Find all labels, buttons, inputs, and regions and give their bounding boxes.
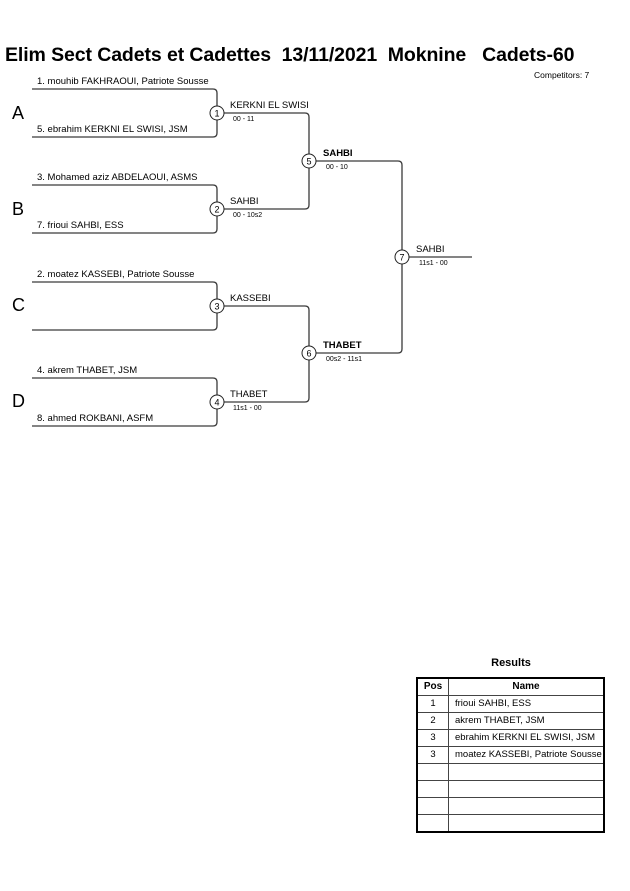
page-title: Elim Sect Cadets et Cadettes 13/11/2021 … bbox=[5, 44, 575, 66]
results-row bbox=[416, 780, 605, 798]
results-name: moatez KASSEBI, Patriote Sousse bbox=[448, 746, 605, 764]
results-row bbox=[416, 797, 605, 815]
match-number-7: 7 bbox=[399, 253, 404, 263]
results-row: 3 moatez KASSEBI, Patriote Sousse bbox=[416, 746, 605, 764]
match-5-score: 00 - 10 bbox=[326, 164, 348, 171]
match-number-5: 5 bbox=[306, 157, 311, 167]
results-name bbox=[448, 797, 605, 815]
results-pos bbox=[416, 763, 449, 781]
match-6-winner: THABET bbox=[323, 340, 362, 351]
match-2-winner: SAHBI bbox=[230, 196, 259, 207]
results-pos bbox=[416, 780, 449, 798]
competitors-count: Competitors: 7 bbox=[534, 70, 590, 80]
match-6-score: 00s2 - 11s1 bbox=[326, 356, 363, 363]
results-pos: 2 bbox=[416, 712, 449, 730]
match-1-winner: KERKNI EL SWISI bbox=[230, 100, 309, 111]
results-table: Pos Name 1 frioui SAHBI, ESS 2 akrem THA… bbox=[416, 677, 605, 833]
competitor-4: 4. akrem THABET, JSM bbox=[37, 365, 138, 376]
results-header-row: Pos Name bbox=[416, 677, 605, 696]
results-row bbox=[416, 814, 605, 833]
competitor-5: 5. ebrahim KERKNI EL SWISI, JSM bbox=[37, 124, 188, 135]
bracket-line-r2-top bbox=[224, 112, 310, 210]
group-label-b: B bbox=[12, 199, 25, 219]
match-number-2: 2 bbox=[214, 205, 219, 215]
match-circle-1 bbox=[209, 105, 225, 121]
match-number-4: 4 bbox=[214, 398, 219, 408]
bracket-line-c bbox=[32, 281, 218, 331]
match-5-winner: SAHBI bbox=[323, 148, 353, 159]
match-circle-3 bbox=[209, 298, 225, 314]
results-name bbox=[448, 763, 605, 781]
results-pos: 3 bbox=[416, 746, 449, 764]
results-pos bbox=[416, 814, 449, 833]
group-label-d: D bbox=[12, 391, 25, 411]
results-title: Results bbox=[491, 657, 531, 669]
match-number-3: 3 bbox=[214, 302, 219, 312]
match-4-winner: THABET bbox=[230, 389, 268, 400]
results-pos: 3 bbox=[416, 729, 449, 747]
match-number-1: 1 bbox=[214, 109, 219, 119]
results-row: 1 frioui SAHBI, ESS bbox=[416, 695, 605, 713]
results-name: frioui SAHBI, ESS bbox=[448, 695, 605, 713]
match-number-6: 6 bbox=[306, 349, 311, 359]
results-name bbox=[448, 780, 605, 798]
competitor-2: 2. moatez KASSEBI, Patriote Sousse bbox=[37, 269, 195, 280]
bracket-line-r3 bbox=[316, 160, 403, 354]
group-label-c: C bbox=[12, 295, 25, 315]
results-row bbox=[416, 763, 605, 781]
match-7-score: 11s1 - 00 bbox=[419, 260, 448, 267]
match-2-score: 00 - 10s2 bbox=[233, 212, 263, 219]
match-7-winner: SAHBI bbox=[416, 244, 445, 255]
competitor-3: 3. Mohamed aziz ABDELAOUI, ASMS bbox=[37, 172, 198, 183]
match-1-score: 00 - 11 bbox=[233, 116, 255, 123]
results-name: ebrahim KERKNI EL SWISI, JSM bbox=[448, 729, 605, 747]
bracket-line-r2-bottom bbox=[224, 305, 310, 403]
results-name bbox=[448, 814, 605, 833]
results-pos: 1 bbox=[416, 695, 449, 713]
match-circle-7 bbox=[394, 249, 410, 265]
results-pos bbox=[416, 797, 449, 815]
results-header-pos: Pos bbox=[416, 677, 449, 696]
match-circle-6 bbox=[301, 345, 317, 361]
match-circle-4 bbox=[209, 394, 225, 410]
group-label-a: A bbox=[12, 103, 25, 123]
competitor-1: 1. mouhib FAKHRAOUI, Patriote Sousse bbox=[37, 76, 209, 87]
match-3-winner: KASSEBI bbox=[230, 293, 271, 304]
results-name: akrem THABET, JSM bbox=[448, 712, 605, 730]
match-circle-2 bbox=[209, 201, 225, 217]
competitor-7: 7. frioui SAHBI, ESS bbox=[37, 220, 124, 231]
competitor-8: 8. ahmed ROKBANI, ASFM bbox=[37, 413, 154, 424]
results-row: 3 ebrahim KERKNI EL SWISI, JSM bbox=[416, 729, 605, 747]
match-4-score: 11s1 - 00 bbox=[233, 405, 262, 412]
results-row: 2 akrem THABET, JSM bbox=[416, 712, 605, 730]
results-header-name: Name bbox=[448, 677, 605, 696]
match-circle-5 bbox=[301, 153, 317, 169]
